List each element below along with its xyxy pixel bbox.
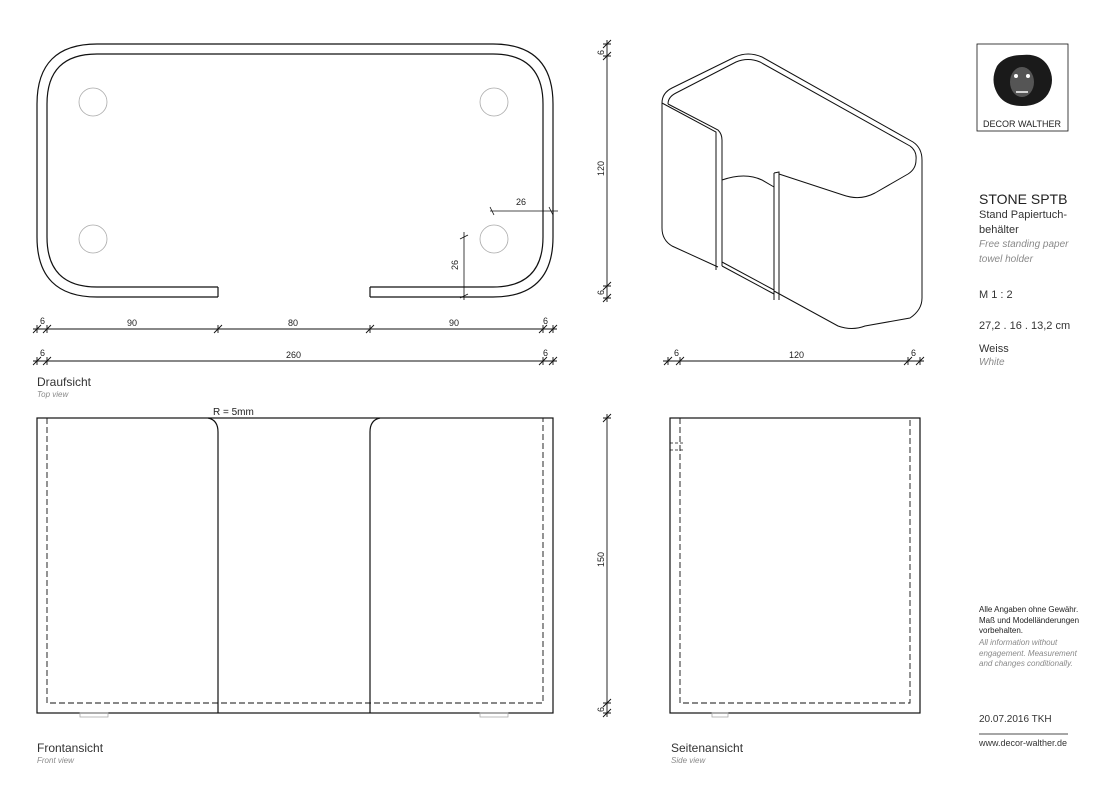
dim-text: 6: [596, 290, 606, 295]
color-de: Weiss: [979, 343, 1009, 355]
dim-text: 90: [127, 318, 137, 328]
foot-circle: [78, 224, 108, 254]
logo-brand-text: DECOR WALTHER: [983, 119, 1062, 129]
product-name-de: Stand Papiertuch-: [979, 209, 1068, 221]
dim-text: 80: [288, 318, 298, 328]
radius-note: R = 5mm: [213, 407, 254, 418]
website-link[interactable]: www.decor-walther.de: [979, 738, 1068, 748]
dim-text: 26: [516, 197, 526, 207]
product-name-en: Free standing paper: [979, 239, 1069, 250]
side-view-subtitle: Side view: [671, 756, 706, 765]
dim-text: 6: [40, 316, 45, 326]
product-name-de-2: behälter: [979, 224, 1019, 236]
disclaimer-de: Alle Angaben ohne Gewähr. Maß und Modell…: [979, 605, 1079, 637]
foot-circle: [479, 87, 509, 117]
dim-text: 26: [450, 260, 460, 270]
dim-text: 260: [286, 350, 301, 360]
disclaimer-line: and changes conditionally.: [979, 659, 1073, 668]
front-view-title: Frontansicht: [37, 741, 104, 755]
product-code: STONE SPTB: [979, 191, 1068, 207]
isometric-view-drawing: [661, 53, 923, 329]
dim-text: 6: [543, 316, 548, 326]
color-en: White: [979, 357, 1005, 368]
dim-text: 6: [596, 50, 606, 55]
side-view-drawing: [669, 417, 921, 718]
dim-text: 90: [449, 318, 459, 328]
dim-text: 6: [674, 348, 679, 358]
foot-circle: [78, 87, 108, 117]
disclaimer-line: Alle Angaben ohne Gewähr.: [979, 605, 1079, 614]
front-view-drawing: [36, 417, 554, 718]
top-view-title: Draufsicht: [37, 375, 92, 389]
date-author: 20.07.2016 TKH: [979, 714, 1052, 725]
side-view-title: Seitenansicht: [671, 741, 744, 755]
disclaimer-line: engagement. Measurement: [979, 648, 1077, 658]
disclaimer-en: All information without engagement. Meas…: [979, 638, 1077, 670]
front-view-subtitle: Front view: [37, 756, 74, 765]
dimension-lines: [32, 39, 925, 718]
disclaimer-line: Maß und Modelländerungen: [979, 615, 1080, 625]
dim-text: 6: [40, 348, 45, 358]
top-view-drawing: [36, 43, 558, 300]
dim-text: 150: [596, 552, 606, 567]
lion-logo-icon: [993, 54, 1052, 106]
dim-text: 6: [543, 348, 548, 358]
logo-frame: [976, 43, 1069, 132]
disclaimer-line: All information without: [979, 638, 1058, 647]
top-view-subtitle: Top view: [37, 390, 69, 399]
product-name-en-2: towel holder: [979, 254, 1033, 265]
dim-text: 6: [596, 707, 606, 712]
dim-text: 120: [596, 161, 606, 176]
dim-text: 120: [789, 350, 804, 360]
dim-text: 6: [911, 348, 916, 358]
foot-circle: [479, 224, 509, 254]
disclaimer-line: vorbehalten.: [979, 626, 1024, 635]
product-dimensions: 27,2 . 16 . 13,2 cm: [979, 320, 1071, 332]
scale: M 1 : 2: [979, 289, 1013, 301]
